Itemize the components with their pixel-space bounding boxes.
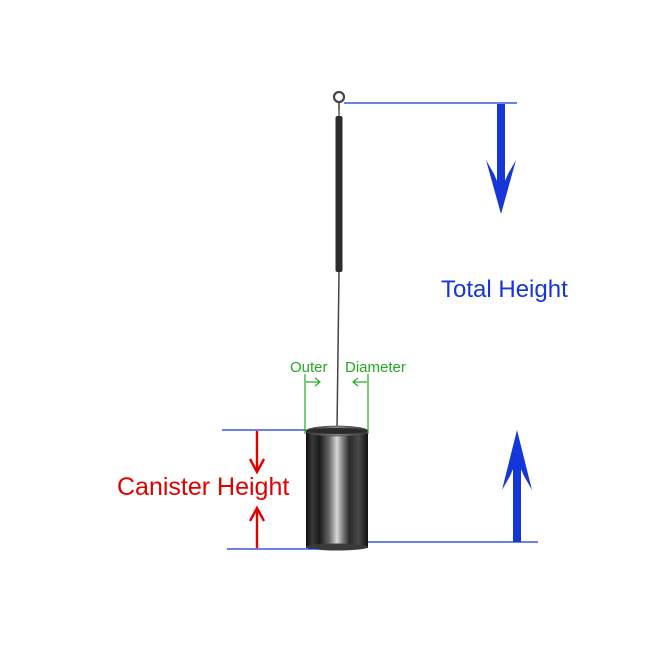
arrow-icon (486, 104, 516, 214)
arrow-icon (502, 430, 532, 542)
arrow-icon (306, 377, 321, 387)
canister-height-annotation: Canister Height (117, 429, 318, 550)
ring-icon (332, 90, 346, 110)
rod-sleeve (335, 116, 343, 272)
canister-base (306, 543, 368, 551)
arrow-icon (248, 505, 266, 548)
canister-height-label: Canister Height (117, 473, 289, 501)
outer-diameter-label-part1: Outer (290, 359, 328, 376)
outer-diameter-annotation: Outer Diameter (290, 359, 406, 434)
outer-diameter-label-part2: Diameter (345, 359, 406, 376)
canister-body (306, 430, 368, 548)
canister-product (305, 90, 369, 551)
total-height-label: Total Height (441, 276, 568, 303)
arrow-icon (352, 377, 367, 387)
total-height-annotation: Total Height (344, 102, 568, 543)
arrow-icon (248, 431, 266, 475)
rod-lower (336, 271, 340, 431)
